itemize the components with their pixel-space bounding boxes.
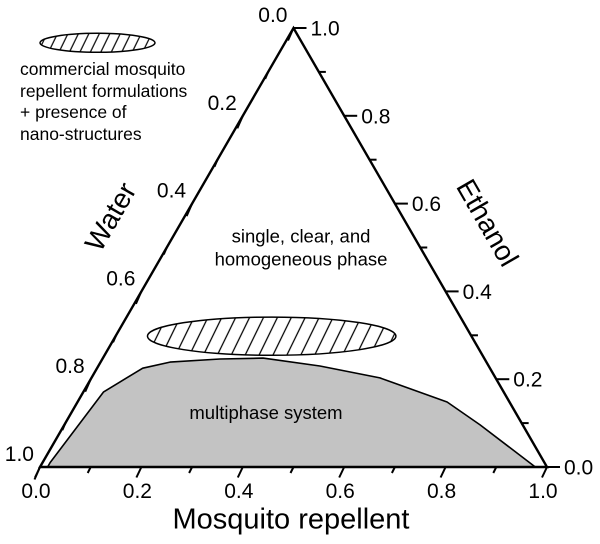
bottom-axis-tick-label: 0.2 bbox=[123, 480, 152, 503]
bottom-axis-tick-label: 0.6 bbox=[326, 480, 355, 503]
left-axis-tick-label: 1.0 bbox=[5, 443, 34, 466]
right-axis-tick-label: 0.4 bbox=[463, 281, 493, 304]
right-axis-tick-label: 0.0 bbox=[564, 457, 593, 480]
single-phase-region-label: single, clear, and homogeneous phase bbox=[215, 225, 388, 270]
single-phase-label-line2: homogeneous phase bbox=[214, 248, 388, 269]
bottom-axis-tick-label: 1.0 bbox=[528, 480, 557, 503]
left-axis-tick-label: 0.4 bbox=[157, 180, 187, 203]
left-axis-minor-tick bbox=[162, 247, 168, 255]
bottom-axis-minor-tick bbox=[188, 466, 193, 474]
bottom-axis-tick-label: 0.0 bbox=[21, 480, 50, 503]
bottom-axis-major-tick bbox=[135, 466, 143, 478]
bottom-axis-minor-tick bbox=[391, 466, 396, 474]
left-axis-minor-tick bbox=[61, 422, 67, 431]
bottom-axis-minor-tick bbox=[289, 466, 295, 474]
single-phase-label-line1: single, clear, and bbox=[231, 225, 371, 247]
right-axis-tick-label: 0.2 bbox=[513, 369, 542, 392]
bottom-axis-major-tick bbox=[439, 466, 447, 478]
bottom-axis-tick-label: 0.4 bbox=[224, 480, 254, 503]
bottom-axis-major-tick bbox=[236, 466, 244, 478]
legend-line: repellent formulations bbox=[20, 80, 188, 101]
left-axis-tick-label: 0.8 bbox=[55, 355, 84, 378]
right-axis-tick-label: 0.8 bbox=[361, 105, 390, 128]
right-axis-tick-label: 1.0 bbox=[311, 18, 340, 41]
multiphase-region-label: multiphase system bbox=[189, 402, 343, 423]
left-axis-minor-tick bbox=[264, 71, 270, 80]
legend-ellipse-hatch bbox=[39, 32, 156, 54]
left-axis-minor-tick bbox=[112, 334, 117, 343]
bottom-axis-minor-tick bbox=[86, 466, 92, 474]
legend-line: nano-structures bbox=[20, 124, 142, 145]
right-axis-tick-label: 0.6 bbox=[412, 193, 441, 216]
hatched-ellipse-legend-symbol bbox=[39, 32, 156, 54]
left-axis-minor-tick bbox=[213, 159, 219, 168]
bottom-axis-major-tick bbox=[34, 466, 41, 478]
left-axis-tick-label: 0.6 bbox=[106, 267, 135, 290]
left-axis-tick-label: 0.2 bbox=[208, 92, 237, 115]
legend-line: + presence of bbox=[20, 102, 127, 123]
left-axis-major-tick bbox=[236, 115, 244, 129]
left-axis-tick-label: 0.0 bbox=[258, 4, 287, 27]
bottom-axis-major-tick bbox=[541, 466, 548, 478]
bottom-axis-minor-tick bbox=[492, 466, 498, 474]
left-axis-major-tick bbox=[287, 27, 295, 41]
left-axis-major-tick bbox=[134, 290, 143, 305]
hatched-data-ellipse bbox=[146, 316, 397, 357]
bottom-axis-tick-label: 0.8 bbox=[427, 480, 456, 503]
left-axis-major-tick bbox=[185, 203, 194, 217]
bottom-axis-major-tick bbox=[338, 466, 346, 478]
legend-text: commercial mosquito repellent formulatio… bbox=[20, 59, 187, 146]
legend-line: commercial mosquito bbox=[20, 59, 186, 79]
mosquito-repellent-axis-title: Mosquito repellent bbox=[172, 503, 410, 536]
left-axis-major-tick bbox=[84, 378, 92, 393]
